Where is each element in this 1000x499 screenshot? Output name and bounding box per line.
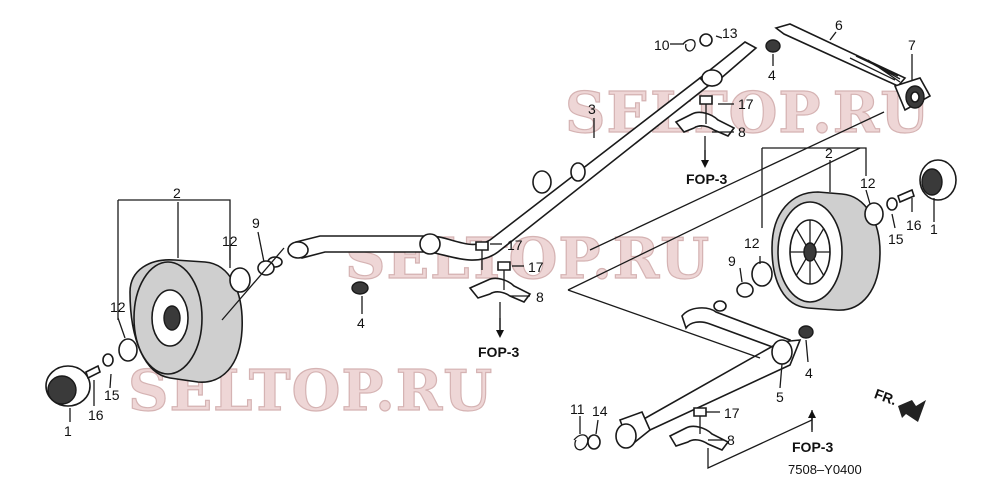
callout-17: 17 xyxy=(724,405,740,421)
callout-16: 16 xyxy=(906,217,922,233)
callout-8: 8 xyxy=(536,289,544,305)
direction-label: FR. xyxy=(872,385,899,408)
washer-top xyxy=(699,33,713,47)
front-direction-arrow xyxy=(898,400,926,422)
bolt-right xyxy=(897,188,915,204)
callout-6: 6 xyxy=(835,17,843,33)
wheel-cap-right xyxy=(919,159,957,201)
washer-front xyxy=(587,434,601,450)
adjusting-rod xyxy=(774,23,907,87)
fop-ref-middle: FOP-3 xyxy=(478,344,519,360)
bracket-front xyxy=(668,407,730,451)
callout-2: 2 xyxy=(173,185,181,201)
drawing-code: 7508–Y0400 xyxy=(788,462,862,477)
wheel-cap-left xyxy=(45,365,91,407)
clip-top xyxy=(682,39,696,52)
callout-12: 12 xyxy=(222,233,238,249)
callout-3: 3 xyxy=(588,101,596,117)
callout-10: 10 xyxy=(654,37,670,53)
front-axle xyxy=(615,300,802,449)
nut-middle xyxy=(351,281,369,295)
bearing-left-inner xyxy=(229,267,251,293)
callout-1: 1 xyxy=(930,221,938,237)
washer-right-small xyxy=(886,197,898,211)
callout-8: 8 xyxy=(738,124,746,140)
callout-9: 9 xyxy=(252,215,260,231)
callout-4: 4 xyxy=(357,315,365,331)
nut-front xyxy=(798,325,814,339)
fop-arrows xyxy=(496,150,816,430)
callout-12: 12 xyxy=(744,235,760,251)
callout-12: 12 xyxy=(110,299,126,315)
rear-axle xyxy=(267,41,758,268)
fop-ref-bottom: FOP-3 xyxy=(792,439,833,455)
bearing-right-outer xyxy=(864,202,884,226)
callout-2: 2 xyxy=(825,145,833,161)
callout-17: 17 xyxy=(507,237,523,253)
adjuster-knob xyxy=(893,77,932,112)
callout-4: 4 xyxy=(805,365,813,381)
callout-16: 16 xyxy=(88,407,104,423)
callout-15: 15 xyxy=(888,231,904,247)
right-wheel xyxy=(771,191,881,311)
callout-labels: 10 13 6 7 4 3 17 8 FOP-3 2 12 9 12 15 16… xyxy=(64,17,938,477)
washer-left-small xyxy=(102,353,114,367)
callout-12: 12 xyxy=(860,175,876,191)
callout-7: 7 xyxy=(908,37,916,53)
bearing-right-inner xyxy=(751,261,773,287)
callout-4: 4 xyxy=(768,67,776,83)
callout-17: 17 xyxy=(528,259,544,275)
left-wheel xyxy=(129,259,243,383)
bolt-left xyxy=(85,364,101,380)
callout-1: 1 xyxy=(64,423,72,439)
bracket-top xyxy=(674,95,736,137)
nut-top xyxy=(765,39,781,53)
callout-15: 15 xyxy=(104,387,120,403)
fop-ref-top: FOP-3 xyxy=(686,171,727,187)
callout-17: 17 xyxy=(738,96,754,112)
callout-8: 8 xyxy=(727,432,735,448)
washer-right xyxy=(736,282,754,298)
bearing-left-outer xyxy=(118,338,138,362)
callout-9: 9 xyxy=(728,253,736,269)
leader-lines xyxy=(69,31,935,470)
callout-14: 14 xyxy=(592,403,608,419)
callout-11: 11 xyxy=(570,401,585,417)
callout-13: 13 xyxy=(722,25,738,41)
callout-5: 5 xyxy=(776,389,784,405)
clip-front xyxy=(573,434,589,451)
watermark-top: SELTOP.RU xyxy=(565,80,930,146)
